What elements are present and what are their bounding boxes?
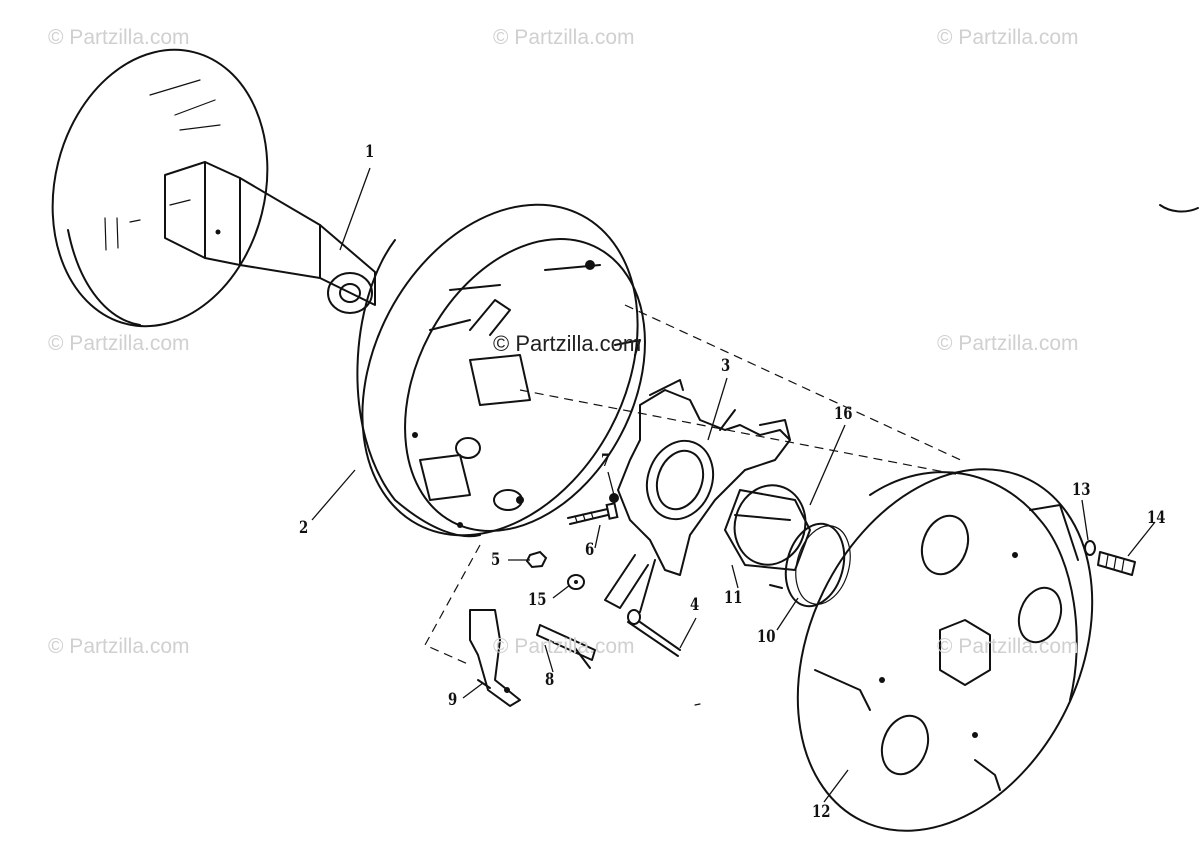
screw-part-14 (1097, 551, 1136, 576)
clutch-housing-part-2 (356, 203, 646, 538)
callout-2: 2 (299, 518, 309, 538)
callout-11: 11 (724, 588, 743, 608)
watermark: © Partzilla.com (48, 26, 190, 49)
bushing-part-16 (724, 484, 811, 571)
nut-part-7 (609, 493, 619, 503)
callout-9: 9 (448, 690, 458, 710)
callout-4: 4 (690, 595, 700, 615)
callout-1: 1 (365, 142, 375, 162)
edge-mark (1159, 204, 1199, 213)
washer-part-15 (567, 574, 585, 590)
callout-10: 10 (757, 627, 776, 647)
callout-15: 15 (528, 590, 547, 610)
assembly-guide-line-upper (624, 304, 966, 463)
watermark: © Partzilla.com (937, 26, 1079, 49)
leader-lines (311, 167, 1156, 803)
spring-part-10 (769, 522, 851, 608)
watermark: © Partzilla.com (493, 635, 635, 658)
callout-12: 12 (812, 802, 831, 822)
weight-part-9 (469, 609, 521, 707)
assembly-centerline (519, 389, 961, 476)
callout-6: 6 (585, 540, 595, 560)
callout-13: 13 (1072, 480, 1091, 500)
washer-part-13 (1084, 540, 1096, 556)
bolt-part-4 (627, 609, 681, 657)
drive-plate-shaft-part-1 (51, 48, 376, 328)
watermark: © Partzilla.com (937, 635, 1079, 658)
callout-14: 14 (1147, 508, 1166, 528)
callout-8: 8 (545, 670, 555, 690)
callout-16: 16 (834, 404, 853, 424)
watermark: © Partzilla.com (937, 332, 1079, 355)
callout-5: 5 (491, 550, 501, 570)
spider-assembly-part-3 (604, 379, 791, 619)
nut-part-5 (525, 550, 548, 569)
bolt-part-6 (567, 502, 619, 525)
watermark: © Partzilla.com (48, 635, 190, 658)
pin-part-8 (536, 624, 596, 669)
clutch-drum-part-12 (796, 468, 1094, 832)
watermark: © Partzilla.com (493, 26, 635, 49)
callout-7: 7 (601, 451, 611, 471)
watermark-center: © Partzilla.com (493, 331, 642, 356)
assembly-guide-line-lower (424, 544, 481, 666)
callout-3: 3 (721, 356, 731, 376)
watermark: © Partzilla.com (48, 332, 190, 355)
ink-speck (694, 703, 701, 706)
